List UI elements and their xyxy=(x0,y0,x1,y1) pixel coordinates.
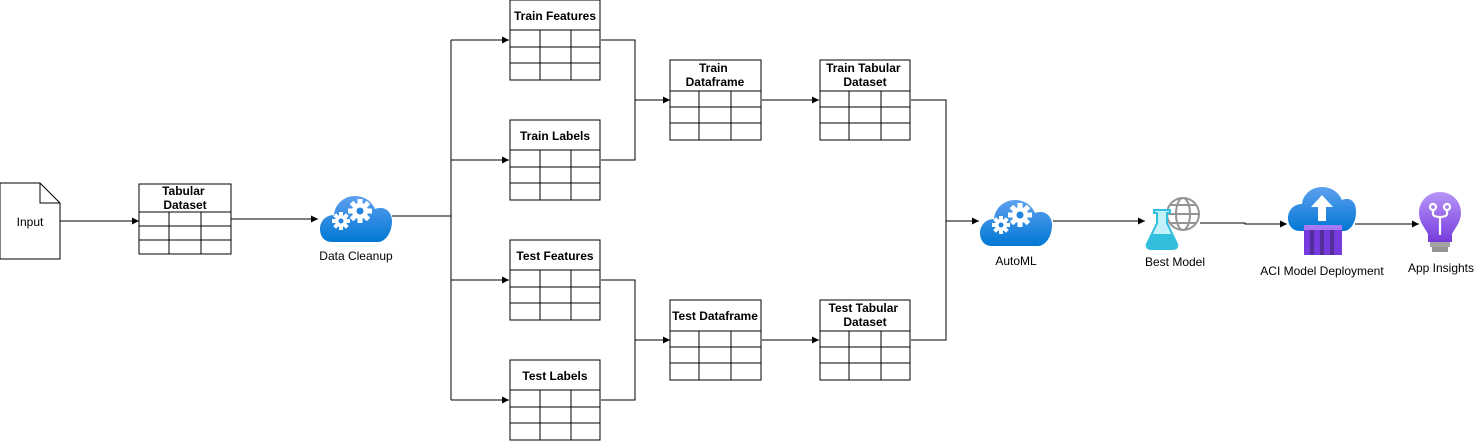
connectors xyxy=(60,36,1419,404)
data-cleanup-label: Data Cleanup xyxy=(319,249,393,263)
flask-icon xyxy=(1145,209,1179,250)
best-model-node: Best Model xyxy=(1145,197,1205,269)
table-train-features: Train Features xyxy=(509,0,601,81)
cloud-gears-icon xyxy=(320,196,392,242)
automl-label: AutoML xyxy=(995,254,1037,268)
container-icon xyxy=(1304,225,1342,255)
table-train-labels: Train Labels xyxy=(509,119,601,201)
input-label: Input xyxy=(17,215,44,229)
best-model-label: Best Model xyxy=(1145,255,1205,269)
document-icon xyxy=(0,182,61,260)
edge-test-labels-to-dataframe xyxy=(601,340,636,401)
app-insights-node: App Insights xyxy=(1408,192,1474,275)
table-test-features: Test Features xyxy=(509,239,601,321)
lightbulb-icon xyxy=(1419,192,1461,252)
edge-train-features-to-dataframe xyxy=(601,39,670,104)
table-title: Test Labels xyxy=(522,369,587,383)
edge-train-labels-to-dataframe xyxy=(601,100,636,161)
data-cleanup-node: Data Cleanup xyxy=(319,196,393,263)
input-document-node: Input xyxy=(0,182,61,260)
table-test-labels: Test Labels xyxy=(509,359,601,441)
edge-cleanup-trunk xyxy=(392,40,452,217)
table-title: Test Tabular Dataset xyxy=(829,301,902,329)
table-title: Tabular Dataset xyxy=(162,184,208,212)
aci-deployment-node: ACI Model Deployment xyxy=(1260,187,1384,278)
table-tabular-dataset: Tabular Dataset xyxy=(138,183,232,255)
table-train-tabular-dataset: Train Tabular Dataset xyxy=(819,59,911,141)
table-test-tabular-dataset: Test Tabular Dataset xyxy=(819,299,911,381)
edge-test-dataset-to-automl xyxy=(911,221,947,341)
table-title: Train Dataframe xyxy=(686,61,745,89)
table-test-dataframe: Test Dataframe xyxy=(669,299,762,381)
edge-train-dataset-to-automl xyxy=(911,99,979,225)
table-title: Train Tabular Dataset xyxy=(826,61,904,89)
table-train-dataframe: Train Dataframe xyxy=(669,59,762,141)
table-title: Train Labels xyxy=(520,129,590,143)
edge-best-model-to-aci xyxy=(1200,220,1287,228)
table-title: Test Features xyxy=(516,249,593,263)
cloud-gears-icon xyxy=(980,200,1052,246)
globe-icon xyxy=(1166,197,1200,231)
automl-node: AutoML xyxy=(980,200,1052,268)
app-insights-label: App Insights xyxy=(1408,261,1474,275)
table-title: Train Features xyxy=(514,9,596,23)
cloud-upload-container-icon xyxy=(1288,187,1356,255)
aci-deployment-label: ACI Model Deployment xyxy=(1260,264,1384,278)
flask-globe-icon xyxy=(1145,197,1200,250)
table-title: Test Dataframe xyxy=(672,309,758,323)
edge-test-features-to-dataframe xyxy=(601,279,670,344)
